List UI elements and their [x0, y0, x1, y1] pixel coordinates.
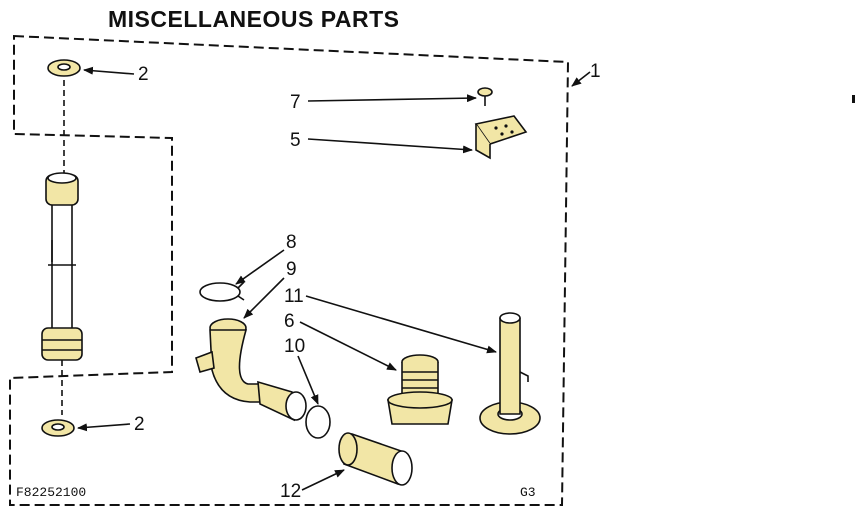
assembly-boundary — [9, 34, 570, 506]
leader-7 — [307, 94, 477, 103]
leader-2-bottom — [77, 423, 131, 432]
leader-12 — [301, 469, 345, 491]
drain-elbow-part — [195, 318, 307, 422]
leader-9 — [243, 277, 285, 319]
leader-11 — [305, 295, 497, 354]
figure-code: F82252100 — [16, 485, 86, 500]
callout-7: 7 — [290, 92, 301, 113]
leader-1 — [571, 71, 591, 87]
standpipe-part — [479, 312, 541, 435]
drain-adapter-part — [338, 432, 413, 486]
o-ring-part — [305, 405, 331, 439]
screw-part — [477, 87, 493, 106]
callout-5: 5 — [290, 130, 301, 151]
leader-8 — [235, 249, 285, 285]
hose-body — [51, 205, 73, 330]
lower-coupling — [41, 327, 83, 361]
callout-1: 1 — [590, 61, 601, 82]
callout-12: 12 — [280, 481, 301, 502]
group-code: G3 — [520, 485, 536, 500]
left-hose-assembly — [41, 59, 83, 437]
callout-9: 9 — [286, 259, 297, 280]
leader-2-top — [83, 66, 135, 75]
edge-mark — [852, 95, 855, 103]
callout-2-bottom: 2 — [134, 414, 145, 435]
callout-2-top: 2 — [138, 64, 149, 85]
bracket-part — [474, 115, 528, 160]
diagram-title: MISCELLANEOUS PARTS — [108, 6, 399, 32]
callout-10: 10 — [284, 336, 305, 357]
callout-8: 8 — [286, 232, 297, 253]
callout-6: 6 — [284, 311, 295, 332]
leader-5 — [307, 138, 473, 154]
leader-10 — [297, 355, 319, 405]
hose-connector-part — [387, 354, 453, 425]
clamp-ring-part — [199, 281, 245, 302]
leader-6 — [299, 321, 397, 371]
callout-11: 11 — [284, 286, 304, 307]
